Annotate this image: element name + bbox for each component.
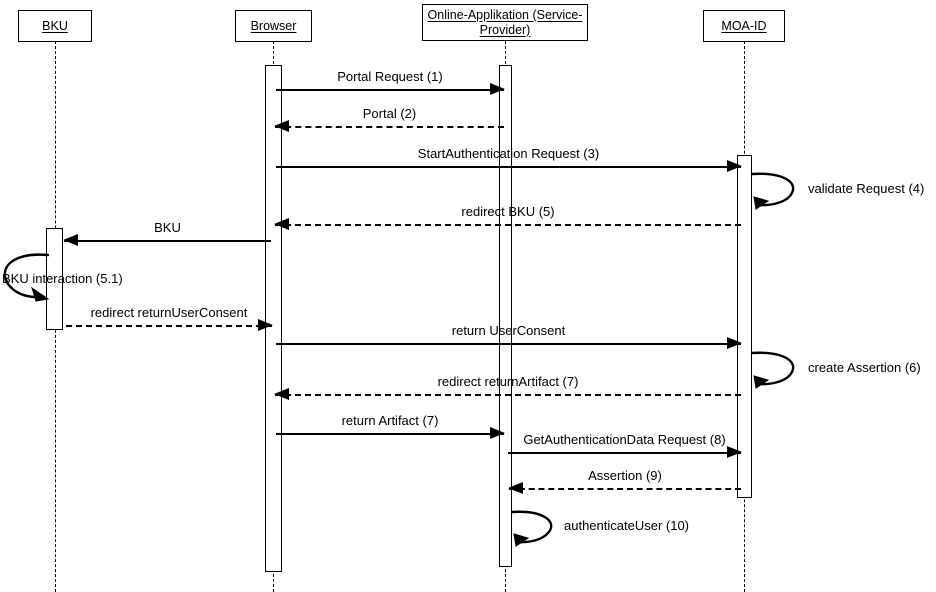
- lifeline-header-browser[interactable]: Browser: [235, 10, 312, 42]
- arrowhead-right-icon: [490, 83, 505, 95]
- selfcall-loop-icon: [3, 253, 50, 302]
- arrowhead-left-icon: [274, 120, 289, 132]
- message-line: [276, 166, 741, 168]
- selfcall-loop-icon: [750, 172, 795, 210]
- message-line: [275, 224, 741, 226]
- lifeline-label: Online-Applikation (Service-Provider): [427, 7, 583, 37]
- message-line: [508, 452, 741, 454]
- arrowhead-right-icon: [727, 160, 742, 172]
- message-line: [276, 343, 741, 345]
- message-label: create Assertion (6): [808, 360, 921, 375]
- selfcall-bku-interaction: BKU interaction (5.1): [0, 250, 123, 306]
- message-label: redirect returnUserConsent: [90, 305, 248, 320]
- activation-bar-oa: [499, 65, 512, 567]
- message-label: validate Request (4): [808, 181, 925, 196]
- message-label: StartAuthentication Request (3): [417, 146, 600, 161]
- lifeline-header-moa-id[interactable]: MOA-ID: [703, 10, 785, 42]
- activation-bar-moaid: [737, 155, 752, 498]
- selfcall-loop-icon: [510, 510, 553, 547]
- arrowhead-right-icon: [727, 337, 742, 349]
- message-label: Portal (2): [362, 106, 417, 121]
- message-line: [66, 325, 272, 327]
- arrowhead-right-icon: [490, 427, 505, 439]
- selfcall-loop-icon: [750, 351, 795, 389]
- message-label: redirect returnArtifact (7): [437, 374, 579, 389]
- message-line: [276, 433, 504, 435]
- selfcall-create-assertion: create Assertion (6): [750, 349, 921, 395]
- arrowhead-left-icon: [63, 234, 78, 246]
- lifeline-header-online-applikation[interactable]: Online-Applikation (Service-Provider): [422, 4, 588, 41]
- message-label: GetAuthenticationData Request (8): [523, 432, 726, 447]
- message-label: Assertion (9): [588, 468, 662, 483]
- message-line: [275, 394, 741, 396]
- arrowhead-right-icon: [727, 446, 742, 458]
- message-line: [509, 488, 741, 490]
- lifeline-header-bku[interactable]: BKU: [18, 10, 92, 42]
- message-label: redirect BKU (5): [461, 204, 555, 219]
- message-label: Portal Request (1): [337, 69, 443, 84]
- lifeline-label: Browser: [250, 18, 297, 33]
- message-label: return UserConsent: [451, 323, 566, 338]
- arrowhead-left-icon: [274, 218, 289, 230]
- arrowhead-left-icon: [508, 482, 523, 494]
- message-line: [64, 240, 271, 242]
- lifeline-label: BKU: [42, 18, 68, 33]
- message-label: BKU: [154, 220, 181, 235]
- selfcall-validate-request: validate Request (4): [750, 170, 924, 216]
- message-label: authenticateUser (10): [564, 518, 690, 533]
- activation-bar-bku: [46, 228, 63, 330]
- message-label: BKU interaction (5.1): [2, 271, 123, 286]
- arrowhead-left-icon: [274, 388, 289, 400]
- selfcall-authenticate-user: authenticateUser (10): [510, 508, 689, 552]
- message-line: [275, 126, 504, 128]
- activation-bar-browser: [265, 65, 282, 572]
- arrowhead-right-icon: [258, 319, 273, 331]
- message-line: [276, 89, 504, 91]
- message-label: return Artifact (7): [341, 413, 439, 428]
- lifeline-label: MOA-ID: [721, 18, 767, 33]
